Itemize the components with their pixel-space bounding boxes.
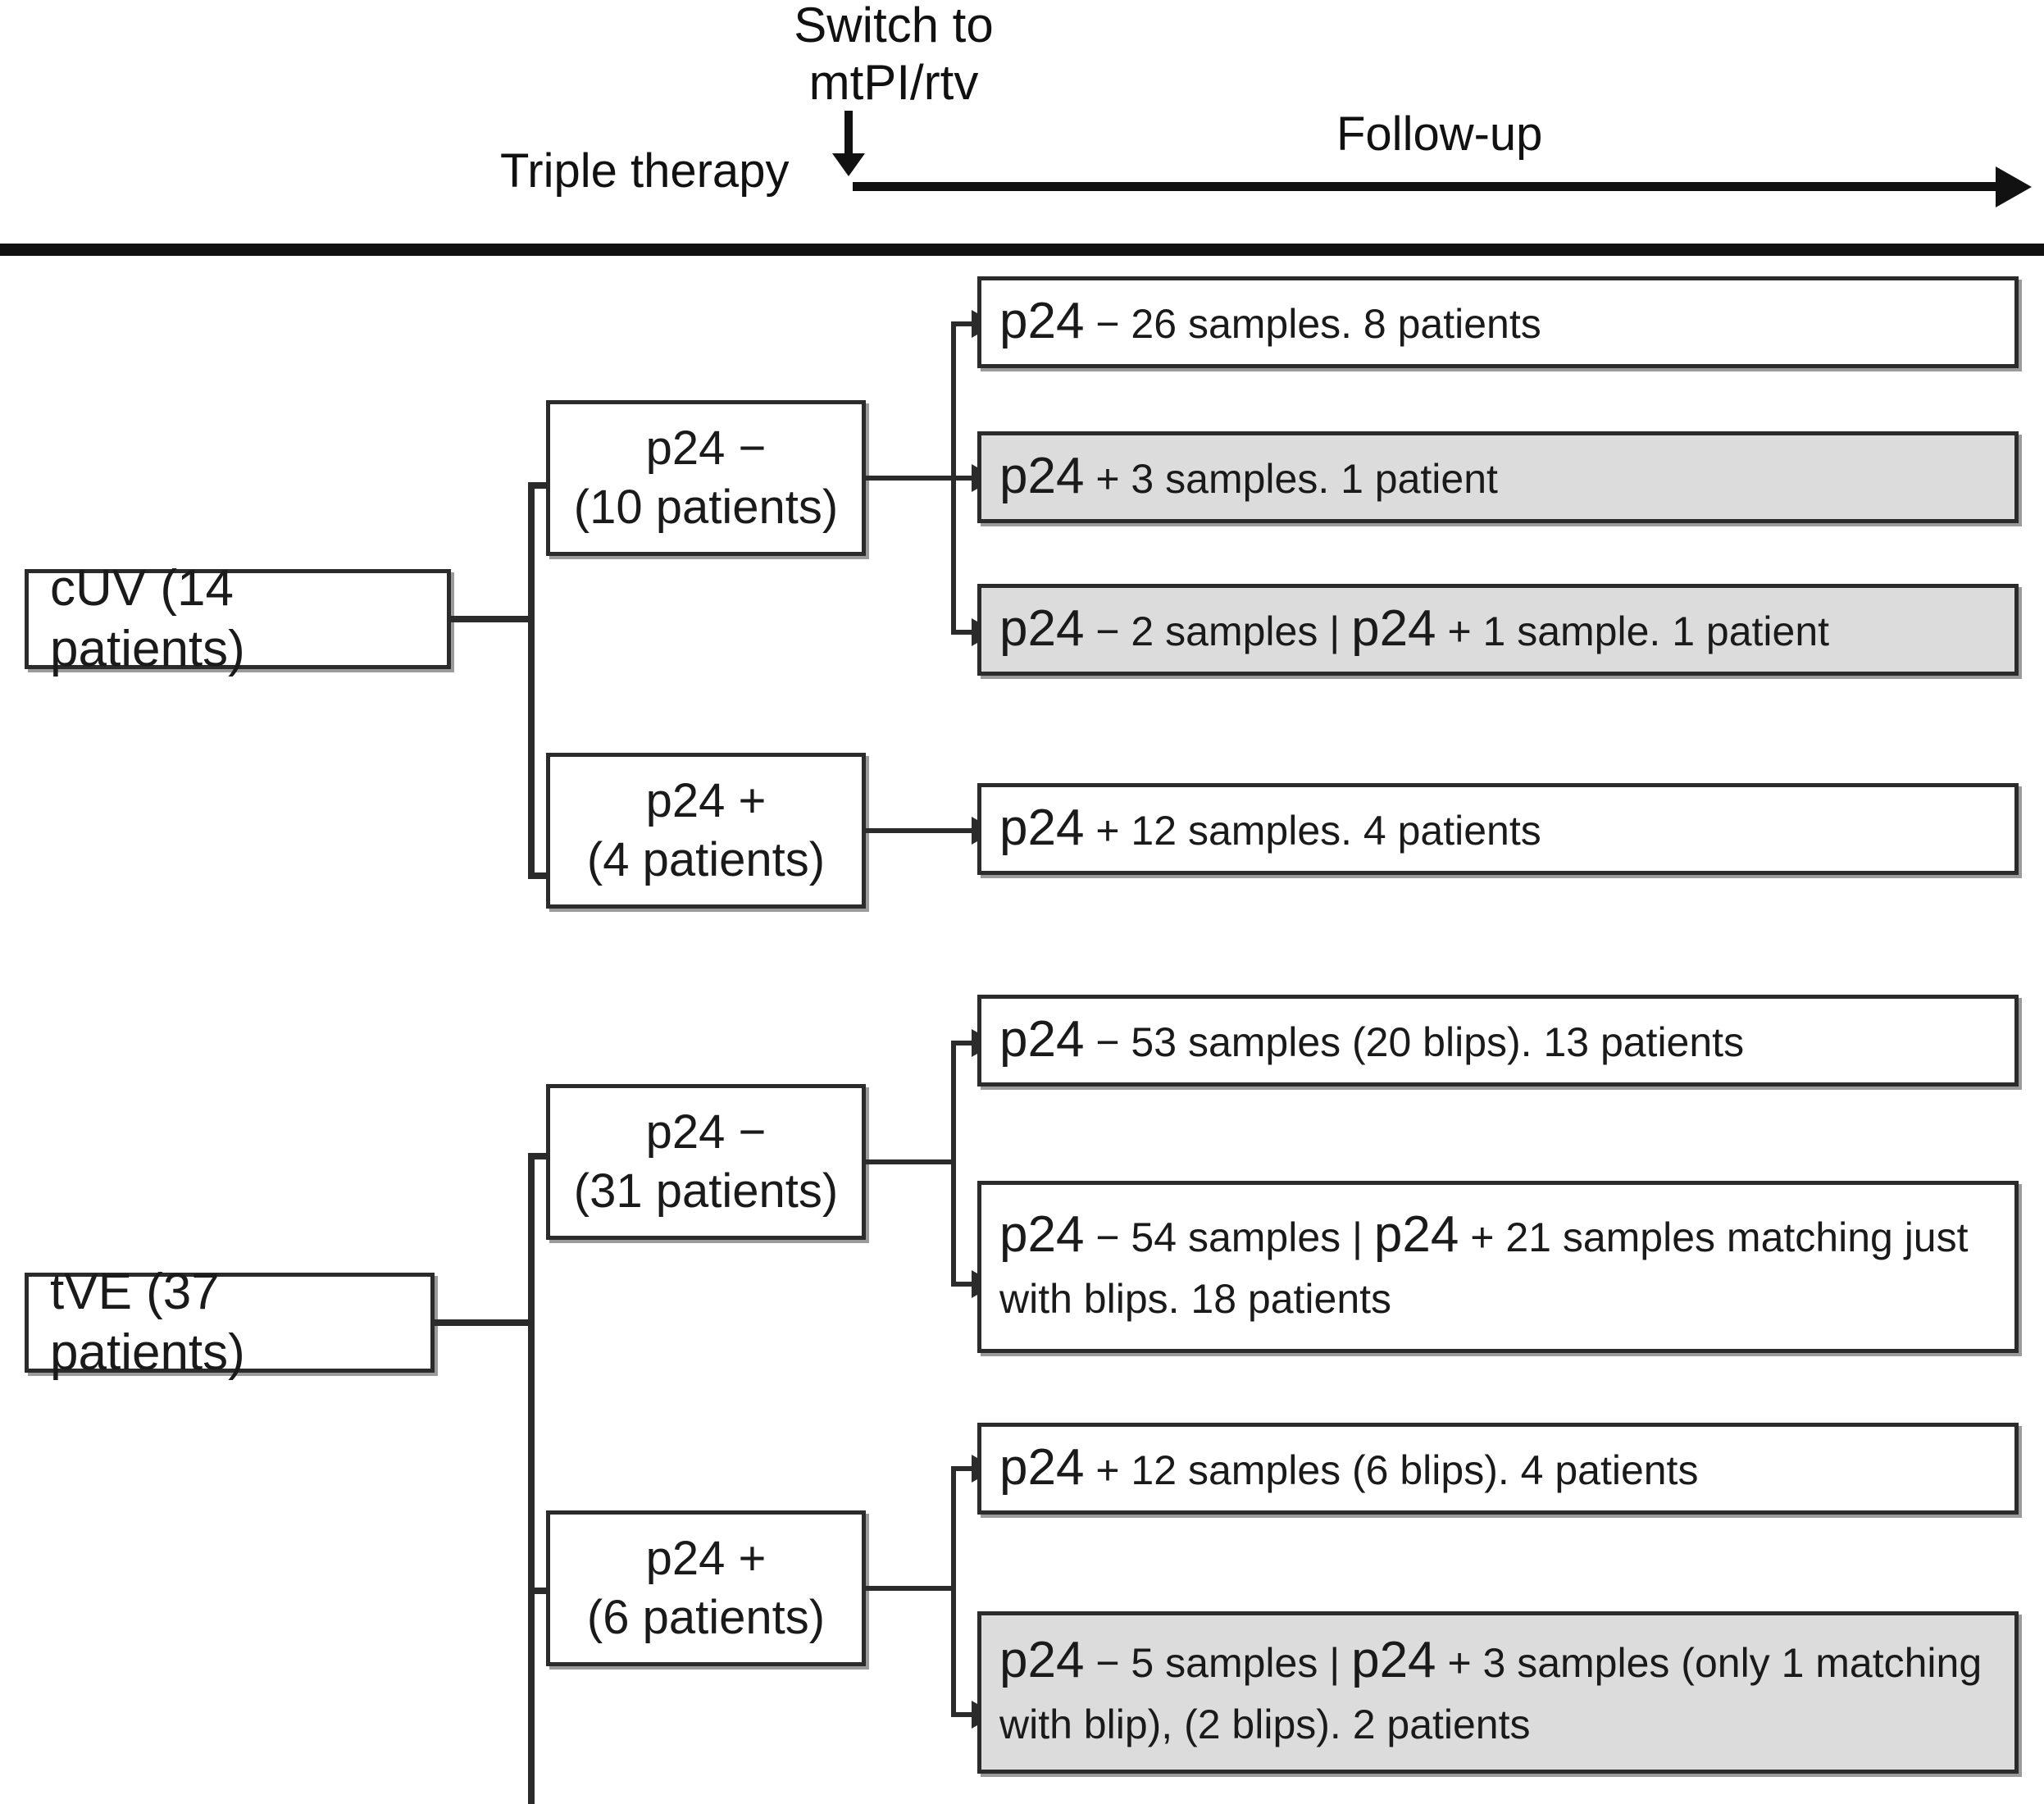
root-box-tve: tVE (37 patients) <box>25 1264 435 1381</box>
outcome-seg: + 1 sample. 1 patient <box>1436 608 1830 654</box>
outcome-text-cuv-neg-1: p24 − 26 samples. 8 patients <box>981 291 1559 354</box>
outcome-seg: p24 <box>999 1010 1085 1068</box>
outcome-text-tve-neg-2: p24 − 54 samples | p24 + 21 samples matc… <box>981 1205 2014 1329</box>
connector-cuv-root-stub <box>451 616 531 622</box>
outcome-box-cuv-neg-3: p24 − 2 samples | p24 + 1 sample. 1 pati… <box>977 584 2019 676</box>
outcome-seg: + 21 samples matching just with blips. 1… <box>999 1214 1969 1322</box>
connector-tve-pos-spine <box>951 1466 956 1717</box>
outcome-text-cuv-neg-2: p24 + 3 samples. 1 patient <box>981 446 1516 509</box>
outcome-text-tve-neg-1: p24 − 53 samples (20 blips). 13 patients <box>981 1009 1762 1073</box>
outcome-seg: − 5 samples | <box>1084 1640 1352 1686</box>
outcome-box-tve-pos-1: p24 + 12 samples (6 blips). 4 patients <box>977 1423 2019 1515</box>
connector-tve-pos-stub <box>866 1586 954 1591</box>
outcome-seg: + 3 samples (only 1 matching with blip),… <box>999 1640 1983 1747</box>
outcome-seg: p24 <box>999 1206 1085 1263</box>
outcome-seg: p24 <box>999 447 1085 504</box>
stage-box-cuv-pos-line1: p24 + <box>645 774 767 827</box>
outcome-box-tve-neg-2: p24 − 54 samples | p24 + 21 samples matc… <box>977 1181 2019 1353</box>
connector-cuv-pos-to-out1 <box>866 828 1002 833</box>
outcome-box-cuv-neg-1: p24 − 26 samples. 8 patients <box>977 276 2019 368</box>
stage-box-cuv-neg-line2: (10 patients) <box>573 481 839 534</box>
outcome-text-tve-pos-1: p24 + 12 samples (6 blips). 4 patients <box>981 1437 1716 1501</box>
outcome-box-cuv-neg-2: p24 + 3 samples. 1 patient <box>977 431 2019 523</box>
outcome-seg: + 3 samples. 1 patient <box>1084 455 1498 502</box>
stage-box-tve-p24-negative: p24 − (31 patients) <box>546 1084 866 1240</box>
outcome-text-cuv-pos-1: p24 + 12 samples. 4 patients <box>981 798 1559 861</box>
stage-box-tve-pos-line2: (6 patients) <box>586 1591 826 1644</box>
outcome-box-tve-neg-1: p24 − 53 samples (20 blips). 13 patients <box>977 995 2019 1086</box>
phase-label-triple-therapy: Triple therapy <box>500 144 790 198</box>
connector-tve-spine <box>528 1156 535 1804</box>
stage-box-cuv-p24-negative: p24 − (10 patients) <box>546 400 866 556</box>
phase-label-follow-up: Follow-up <box>1336 107 1543 161</box>
outcome-seg: + 12 samples (6 blips). 4 patients <box>1084 1446 1699 1493</box>
outcome-box-cuv-pos-1: p24 + 12 samples. 4 patients <box>977 783 2019 875</box>
outcome-seg: − 26 samples. 8 patients <box>1084 300 1541 347</box>
outcome-box-tve-pos-2: p24 − 5 samples | p24 + 3 samples (only … <box>977 1611 2019 1774</box>
connector-tve-neg-stub <box>866 1159 954 1164</box>
outcome-seg: − 54 samples | <box>1084 1214 1374 1260</box>
root-box-cuv-label: cUV (14 patients) <box>50 560 245 677</box>
stage-box-cuv-pos-line2: (4 patients) <box>586 833 826 886</box>
header-divider-rule <box>0 244 2044 256</box>
connector-cuv-spine <box>528 485 535 877</box>
outcome-text-cuv-neg-3: p24 − 2 samples | p24 + 1 sample. 1 pati… <box>981 599 1847 662</box>
outcome-seg: p24 <box>999 1438 1085 1496</box>
switch-label-line1: Switch to <box>794 0 994 52</box>
connector-tve-neg-spine <box>951 1041 956 1287</box>
outcome-seg: − 2 samples | <box>1084 608 1352 654</box>
outcome-seg: + 12 samples. 4 patients <box>1084 807 1541 854</box>
outcome-seg: p24 <box>999 799 1085 856</box>
stage-box-tve-p24-positive: p24 + (6 patients) <box>546 1510 866 1666</box>
switch-down-arrow-icon <box>832 111 865 176</box>
connector-cuv-neg-stub <box>866 476 954 481</box>
stage-box-cuv-neg-line1: p24 − <box>645 421 767 475</box>
stage-box-tve-neg-line2: (31 patients) <box>573 1164 839 1218</box>
outcome-seg: p24 <box>999 292 1085 349</box>
stage-box-tve-pos-line1: p24 + <box>645 1532 767 1585</box>
connector-tve-root-stub <box>435 1319 531 1326</box>
outcome-seg: p24 <box>1351 599 1436 657</box>
switch-to-regimen-label: Switch to mtPI/rtv <box>722 0 1066 112</box>
root-box-cuv: cUV (14 patients) <box>25 560 451 677</box>
outcome-seg: p24 <box>1373 1206 1459 1263</box>
outcome-seg: p24 <box>1351 1632 1436 1688</box>
root-box-tve-label: tVE (37 patients) <box>50 1264 245 1381</box>
outcome-text-tve-pos-2: p24 − 5 samples | p24 + 3 samples (only … <box>981 1630 2014 1755</box>
stage-box-cuv-p24-positive: p24 + (4 patients) <box>546 753 866 909</box>
outcome-seg: p24 <box>999 599 1085 657</box>
outcome-seg: p24 <box>999 1632 1085 1688</box>
timeline-arrow-icon <box>853 166 2032 207</box>
outcome-seg: − 53 samples (20 blips). 13 patients <box>1084 1018 1745 1065</box>
stage-box-tve-neg-line1: p24 − <box>645 1105 767 1159</box>
switch-label-line2: mtPI/rtv <box>808 55 979 110</box>
